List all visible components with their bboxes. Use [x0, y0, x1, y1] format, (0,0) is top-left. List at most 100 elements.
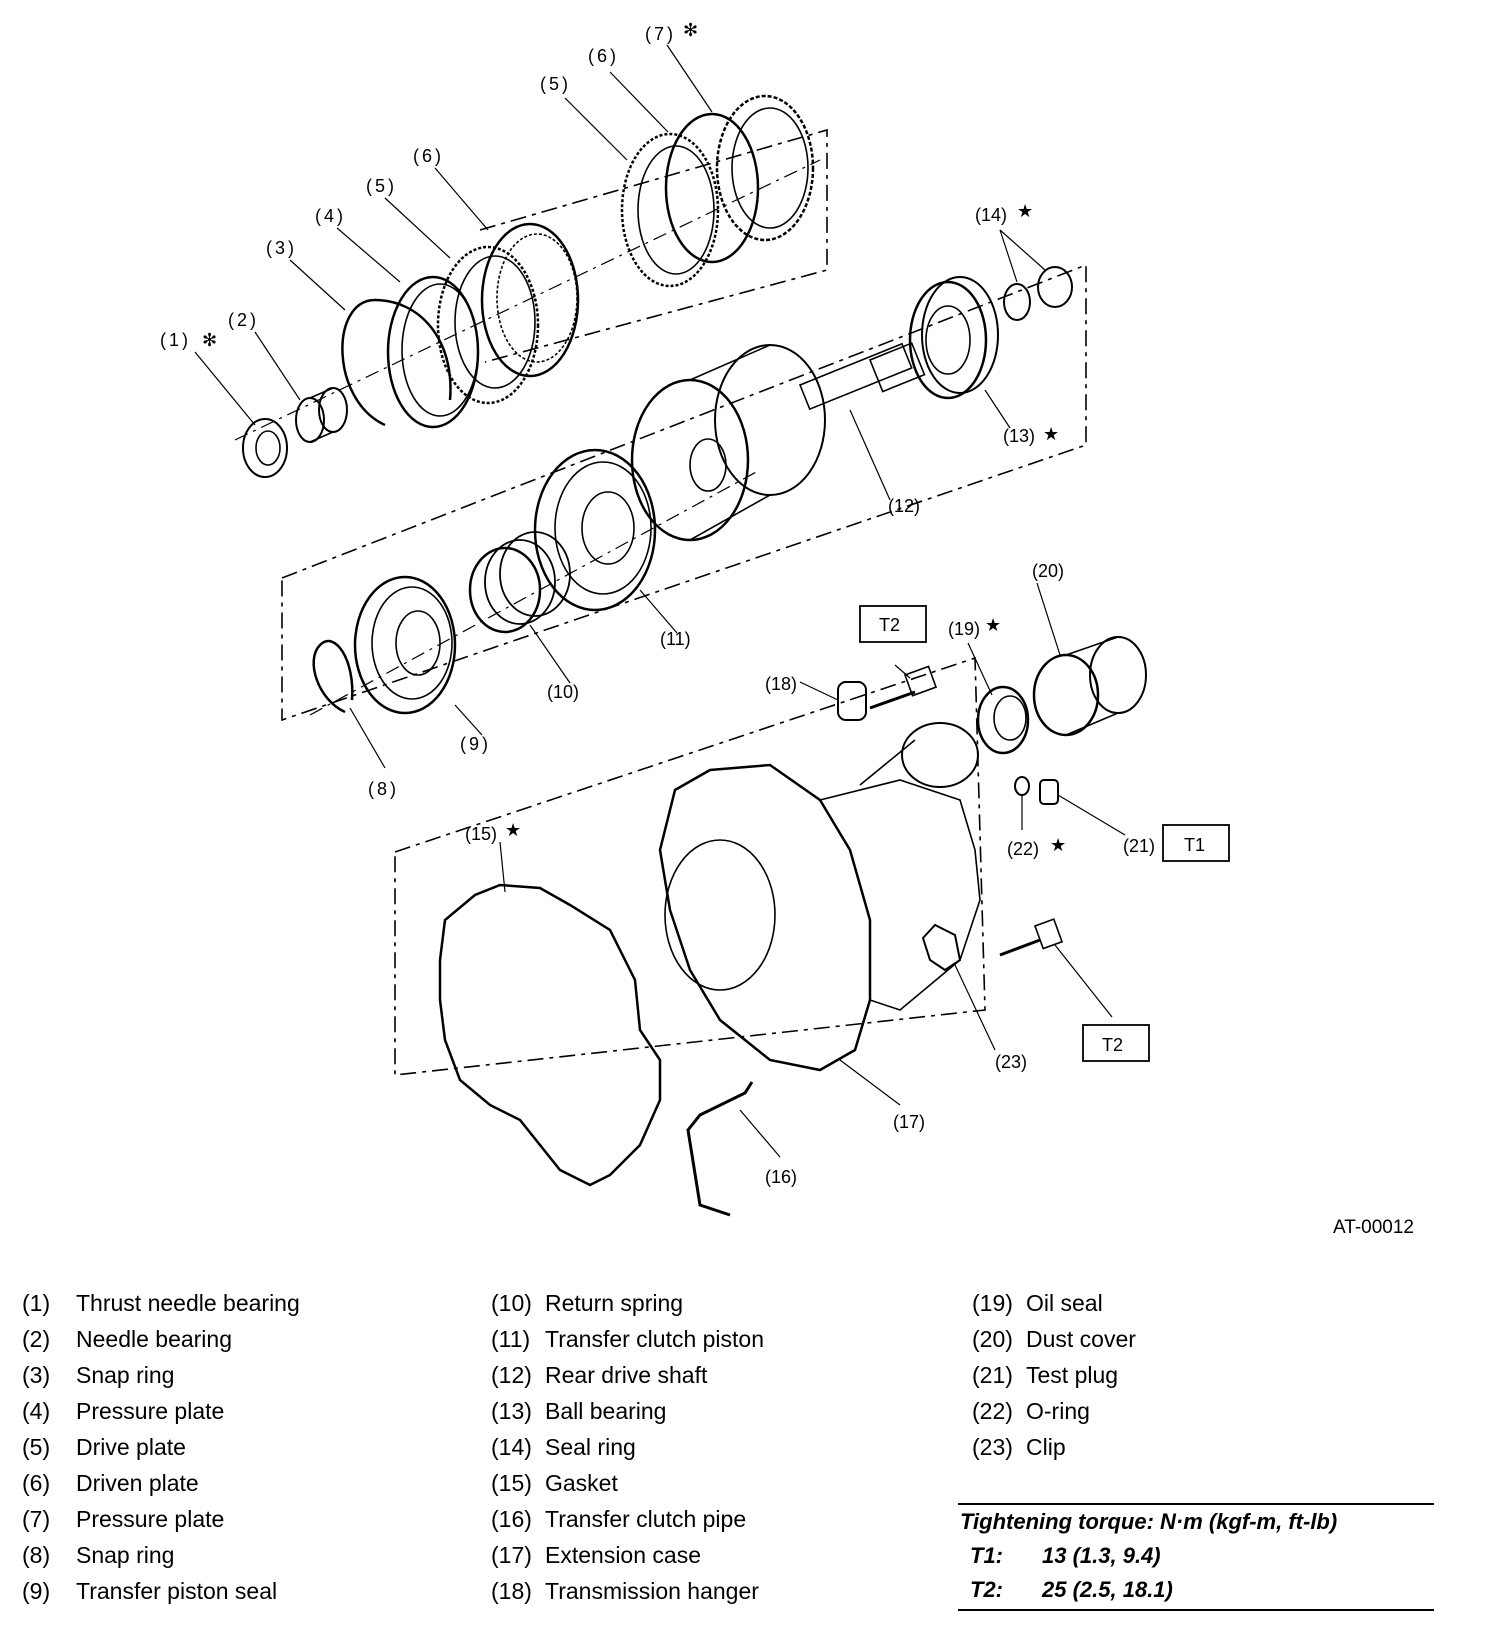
label-part-12: (12) — [888, 496, 920, 516]
legend-item-name: Transfer clutch piston — [545, 1326, 765, 1352]
legend-item-name: Extension case — [545, 1542, 701, 1568]
legend-item-number: (15) — [491, 1470, 532, 1496]
reference-code: AT-00012 — [1333, 1217, 1414, 1238]
label-part-14: (14) — [975, 205, 1007, 225]
legend-item: (22)O-ring — [972, 1398, 1442, 1434]
legend-item-number: (3) — [22, 1362, 51, 1388]
star-mark-22: ★ — [1050, 835, 1066, 855]
label-part-3: (3) — [266, 238, 297, 258]
legend-item: (8) Snap ring — [22, 1542, 492, 1578]
legend-item-name: Return spring — [545, 1290, 684, 1316]
case-assembly-frame — [394, 656, 986, 1076]
star-mark-19: ★ — [985, 615, 1001, 635]
torque-key: T2: — [970, 1577, 1003, 1602]
thrust-needle-bearing — [242, 418, 288, 478]
label-part-20: (20) — [1032, 561, 1064, 581]
label-part-11: (11) — [660, 629, 691, 649]
legend-item-name: O-ring — [1026, 1398, 1090, 1424]
snap-ring-3 — [341, 298, 452, 427]
legend-item-number: (7) — [22, 1506, 51, 1532]
asterisk-mark-7: ✻ — [683, 20, 698, 40]
transfer-piston-seal — [353, 575, 457, 715]
legend-item: (7)Pressure plate — [22, 1506, 492, 1542]
legend-item: (20)Dust cover — [972, 1326, 1442, 1362]
legend-column-3: (19)Oil seal(20)Dust cover(21)Test plug(… — [972, 1290, 1442, 1470]
label-part-22: (22) — [1007, 839, 1039, 859]
legend-item-name: Rear drive shaft — [545, 1362, 708, 1388]
legend-item-number: (9) — [22, 1578, 51, 1604]
legend-item-number: (23) — [972, 1434, 1013, 1460]
transfer-clutch-pipe — [686, 1081, 754, 1217]
legend-item: (1)Thrust needle bearing — [22, 1290, 492, 1326]
legend-item-name: Pressure plate — [76, 1398, 225, 1424]
legend-item: (6)Driven plate — [22, 1470, 492, 1506]
torque-box-t1-label: T1 — [1184, 835, 1205, 855]
pressure-plate-7 — [715, 94, 815, 242]
torque-box-t2-top — [859, 605, 927, 643]
label-part-10: (10) — [547, 682, 579, 702]
legend-item-name: Transfer clutch pipe — [545, 1506, 747, 1532]
oil-seal — [976, 685, 1030, 755]
torque-box-t2-bottom-label: T2 — [1102, 1035, 1123, 1055]
torque-title: Tightening torque: N·m (kgf-m, ft-lb) — [960, 1509, 1338, 1534]
legend-item-name: Dust cover — [1026, 1326, 1136, 1352]
extension-case — [658, 722, 981, 1072]
legend-item-name: Snap ring — [76, 1362, 175, 1388]
legend-item: (12) Rear drive shaft — [491, 1362, 961, 1398]
label-part-6-lower: (6) — [413, 146, 444, 166]
star-mark-13: ★ — [1043, 424, 1059, 444]
legend-item-name: Oil seal — [1026, 1290, 1103, 1316]
legend-item-number: (12) — [491, 1362, 532, 1388]
legend-item: (18) Transmission hanger — [491, 1578, 961, 1614]
legend-item: (4) Pressure plate — [22, 1398, 492, 1434]
needle-bearing — [295, 387, 348, 443]
legend-item-name: Needle bearing — [76, 1326, 233, 1352]
star-mark-15: ★ — [505, 820, 521, 840]
pressure-plate-4 — [386, 275, 480, 429]
torque-box-t1 — [1162, 824, 1230, 862]
legend-item: (3) Snap ring — [22, 1362, 492, 1398]
label-part-8: (8) — [368, 779, 399, 799]
torque-value: 25 (2.5, 18.1) — [1042, 1577, 1173, 1602]
legend-item: (23)Clip — [972, 1434, 1442, 1470]
torque-row: T1:13 (1.3, 9.4) — [958, 1541, 1434, 1575]
legend-item: (11) Transfer clutch piston — [491, 1326, 961, 1362]
legend-item-name: Ball bearing — [545, 1398, 667, 1424]
torque-box-t2-bottom — [1082, 1024, 1150, 1062]
label-part-5-lower: (5) — [366, 176, 397, 196]
legend-item-number: (13) — [491, 1398, 532, 1424]
label-part-16: (16) — [765, 1167, 797, 1187]
test-plug — [1039, 779, 1059, 805]
driven-plate-6 — [480, 222, 580, 378]
legend-item-name: Transfer piston seal — [76, 1578, 278, 1604]
legend-item: (10)Return spring — [491, 1290, 961, 1326]
legend-item: (19)Oil seal — [972, 1290, 1442, 1326]
legend-column-1: (1)Thrust needle bearing(2) Needle bearin… — [22, 1290, 492, 1614]
legend-item-name: Transmission hanger — [545, 1578, 759, 1604]
return-spring — [468, 531, 571, 634]
legend-item: (21)Test plug — [972, 1362, 1442, 1398]
rear-drive-shaft — [630, 342, 926, 542]
legend-item: (5)Drive plate — [22, 1434, 492, 1470]
label-part-2: (2) — [228, 310, 259, 330]
legend-item-name: Snap ring — [76, 1542, 175, 1568]
bolt-lower — [999, 918, 1064, 957]
transmission-hanger — [837, 665, 938, 721]
clip — [921, 923, 962, 972]
legend-item-number: (17) — [491, 1542, 532, 1568]
legend-item-number: (8) — [22, 1542, 51, 1568]
legend-item-number: (4) — [22, 1398, 51, 1424]
label-part-9: (9) — [460, 734, 491, 754]
legend-item-number: (2) — [22, 1326, 51, 1352]
legend-item-number: (1) — [22, 1290, 51, 1316]
legend-item: (14)Seal ring — [491, 1434, 961, 1470]
label-part-7: (7) — [645, 24, 676, 44]
label-part-18: (18) — [765, 674, 797, 694]
ball-bearing — [908, 276, 999, 400]
legend-item-number: (5) — [22, 1434, 51, 1460]
legend-item-number: (11) — [491, 1326, 531, 1352]
legend-item-name: Test plug — [1026, 1362, 1119, 1388]
label-part-21: (21) — [1123, 836, 1155, 856]
legend-item-number: (18) — [491, 1578, 532, 1604]
legend-item: (2) Needle bearing — [22, 1326, 492, 1362]
